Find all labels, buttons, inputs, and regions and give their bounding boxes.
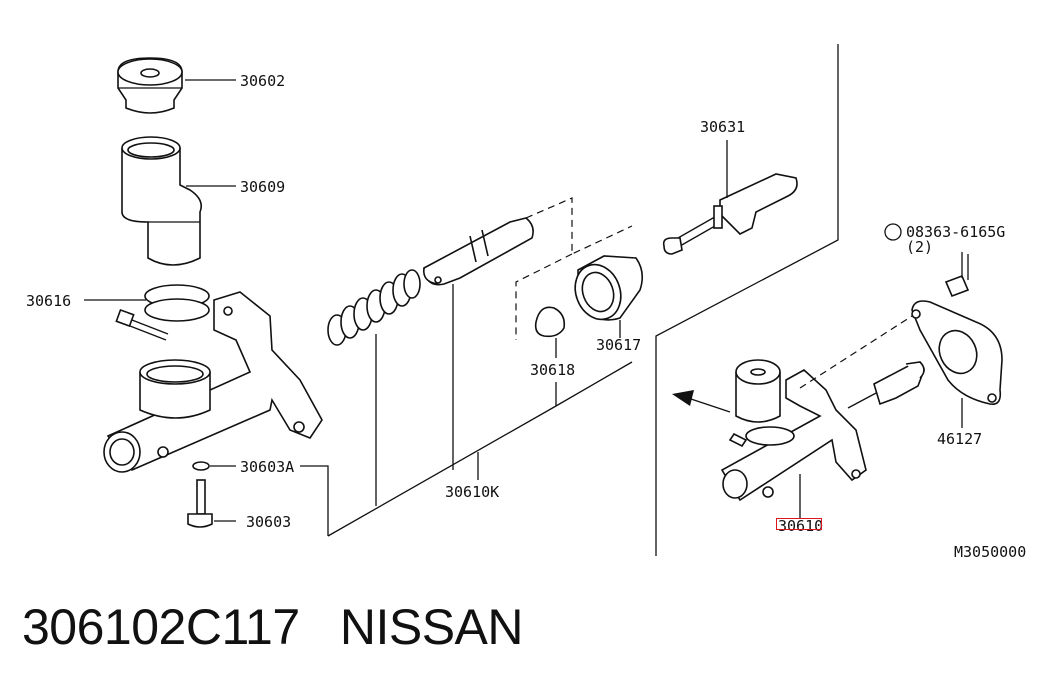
- piston: [422, 217, 534, 286]
- gasket-plate: [911, 300, 1003, 406]
- label-30631: 30631: [700, 118, 745, 136]
- small-bolt: [115, 308, 169, 341]
- label-46127: 46127: [937, 430, 982, 448]
- assembled-push-rod: [847, 361, 926, 409]
- push-rod: [662, 173, 798, 255]
- part-number: 306102C117: [22, 599, 300, 655]
- assembled-master-cylinder: [720, 359, 867, 502]
- washer: [192, 461, 210, 471]
- reservoir: [121, 136, 203, 266]
- label-30609: 30609: [240, 178, 285, 196]
- label-30603a: 30603A: [240, 458, 294, 476]
- parts-diagram: 30602 30609 30616 30603A 30603 30610K 30…: [26, 44, 1026, 561]
- reservoir-cap: [117, 57, 183, 114]
- o-ring: [144, 284, 210, 322]
- part-caption: 306102C117 NISSAN: [22, 598, 524, 656]
- panel-dividers: [655, 44, 839, 556]
- dust-boot: [574, 255, 644, 321]
- label-30610k: 30610K: [445, 483, 499, 501]
- part-highlight-box: [776, 518, 822, 530]
- bolt: [187, 479, 213, 528]
- label-30610: 30610: [778, 517, 823, 535]
- diagram-reference: M3050000: [954, 543, 1026, 561]
- brand-name: NISSAN: [339, 599, 524, 655]
- seal-ring: [534, 306, 566, 338]
- label-30618: 30618: [530, 361, 575, 379]
- spring: [327, 269, 421, 346]
- flange-bolt: [884, 223, 970, 298]
- label-08363-6165g: 08363-6165G: [906, 223, 1005, 241]
- direction-arrow: [672, 390, 731, 413]
- label-30602: 30602: [240, 72, 285, 90]
- master-cylinder-body: [103, 291, 323, 473]
- label-30616: 30616: [26, 292, 71, 310]
- label-30603: 30603: [246, 513, 291, 531]
- kit-leader: [327, 284, 633, 537]
- label-quantity: (2): [906, 238, 933, 256]
- label-30617: 30617: [596, 336, 641, 354]
